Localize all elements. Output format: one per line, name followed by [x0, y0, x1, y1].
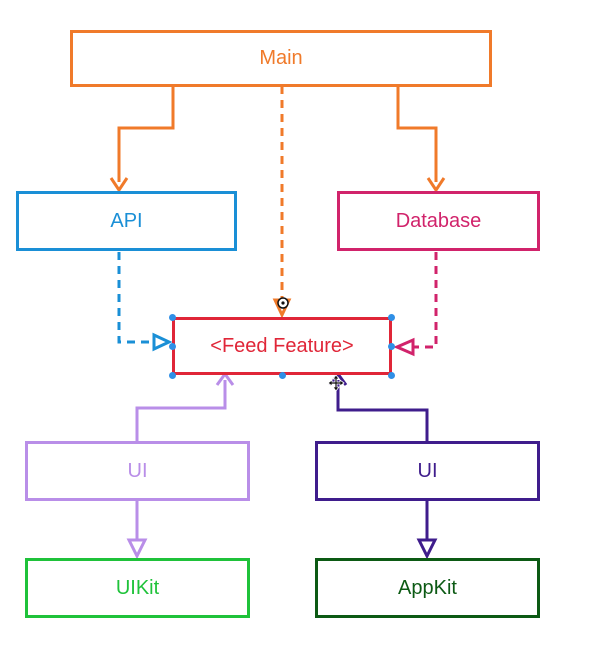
resize-handle-bottom-left[interactable] — [168, 371, 176, 379]
resize-handle-bottom[interactable] — [278, 371, 286, 379]
resize-handle-top-right[interactable] — [387, 313, 395, 321]
node-ui-left[interactable]: UI — [25, 441, 250, 501]
node-uikit[interactable]: UIKit — [25, 558, 250, 618]
edge-ui-left-to-feed[interactable] — [135, 380, 227, 442]
node-ui-left-label: UI — [127, 459, 148, 482]
node-uikit-label: UIKit — [115, 576, 160, 599]
edge-ui-right-to-feed[interactable] — [336, 380, 429, 442]
arrowhead-database — [426, 177, 446, 193]
node-feed-feature-label: <Feed Feature> — [210, 334, 354, 357]
node-database-label: Database — [395, 209, 482, 232]
arrowhead-api-feed — [152, 332, 173, 352]
resize-handle-left[interactable] — [168, 342, 176, 350]
resize-handle-top-left[interactable] — [168, 313, 176, 321]
node-appkit-label: AppKit — [398, 576, 457, 599]
arrowhead-uikit — [126, 538, 148, 560]
move-cursor-icon — [327, 374, 345, 392]
edge-api-to-feed[interactable] — [117, 252, 154, 344]
edge-main-to-api[interactable] — [117, 86, 175, 182]
node-main[interactable]: Main — [70, 30, 492, 87]
node-api[interactable]: API — [16, 191, 237, 251]
arrowhead-api — [109, 177, 129, 193]
edge-main-to-database[interactable] — [396, 86, 438, 182]
node-ui-right[interactable]: UI — [315, 441, 540, 501]
resize-handle-bottom-right[interactable] — [387, 371, 395, 379]
node-main-label: Main — [259, 47, 303, 69]
node-api-label: API — [110, 209, 143, 232]
arrowhead-database-feed — [393, 337, 415, 357]
resize-handle-right[interactable] — [387, 342, 395, 350]
node-ui-right-label: UI — [417, 459, 438, 482]
link-cursor-icon — [277, 297, 289, 309]
node-appkit[interactable]: AppKit — [315, 558, 540, 618]
arrowhead-appkit — [416, 538, 438, 560]
node-database[interactable]: Database — [337, 191, 540, 251]
edge-database-to-feed[interactable] — [413, 252, 438, 349]
node-feed-feature[interactable]: <Feed Feature> — [172, 317, 392, 375]
